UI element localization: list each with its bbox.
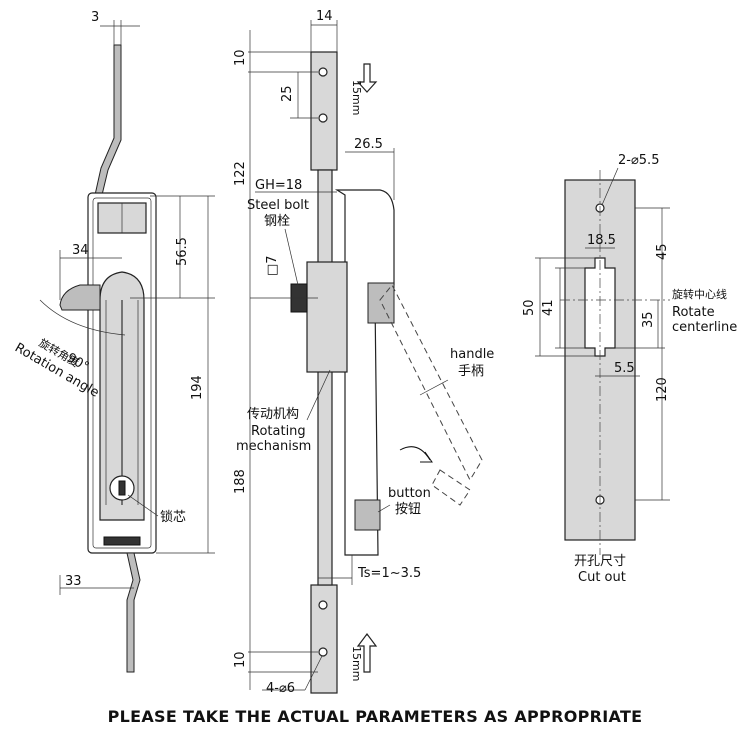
label-travel-top: 15mm [350, 80, 363, 115]
cutout-width: 18.5 [587, 233, 616, 248]
label-handle-en: handle [450, 347, 494, 362]
label-button-en: button [388, 486, 431, 501]
leader-line [284, 228, 299, 286]
label-button-cn: 按钮 [395, 502, 421, 517]
handle-open-end [431, 469, 471, 506]
front-view: 3 34 56.5 194 33 [12, 10, 215, 673]
label-steel-bolt-cn: 钢栓 [264, 214, 290, 229]
dim-top-margin: 10 [233, 49, 248, 66]
upper-plate [310, 51, 338, 171]
leader-line [419, 379, 449, 396]
rotation-arrow-head [420, 451, 433, 463]
label-handle-cn: 手柄 [458, 364, 484, 379]
handle-base [103, 536, 141, 546]
cutout-opening-height: 41 [541, 299, 556, 316]
dim-bottom-margin: 10 [233, 651, 248, 668]
side-view: 10 25 122 188 10 14 26.5 GH=18 □7 Ts=1~3… [233, 9, 494, 696]
cutout-center-en-2: centerline [672, 320, 737, 335]
cutout-overall: 50 [522, 299, 537, 316]
leader-line [601, 167, 619, 206]
dim-top-thickness: 3 [91, 10, 99, 25]
handle-open-outline [379, 284, 483, 482]
label-mechanism-en-2: mechanism [236, 439, 311, 454]
side-body [334, 189, 395, 556]
cutout-title-en: Cut out [578, 570, 626, 585]
cutout-top: 45 [655, 243, 670, 260]
dim-upper-length: 122 [233, 161, 248, 186]
label-steel-bolt-en: Steel bolt [247, 198, 309, 213]
mount-hole [318, 113, 328, 123]
angle-arc [39, 299, 126, 336]
dim-body-length: 194 [190, 375, 205, 400]
center-bar [317, 169, 333, 586]
dim-handle-height: 56.5 [175, 237, 190, 266]
dim-depth: 26.5 [354, 137, 383, 152]
label-mechanism-cn: 传动机构 [247, 407, 299, 422]
label-mechanism-en-1: Rotating [251, 424, 306, 439]
leader-line [304, 655, 323, 691]
cutout-title-cn: 开孔尺寸 [574, 554, 626, 569]
cutout-holes: 2-⌀5.5 [618, 153, 659, 168]
leader-line [127, 494, 159, 517]
label-travel-bottom: 15mm [350, 646, 363, 681]
handle-boss [59, 284, 101, 311]
dim-bottom-width: 33 [65, 574, 82, 589]
top-rod [94, 44, 122, 196]
cutout-center-offset: 35 [641, 311, 656, 328]
cutout-center-en-1: Rotate [672, 305, 715, 320]
dim-handle-offset: 34 [72, 243, 89, 258]
dim-hole-spacing: 25 [280, 85, 295, 102]
button-block [354, 499, 381, 531]
mount-hole [318, 600, 328, 610]
housing-inner [92, 197, 152, 549]
bottom-rod [126, 552, 141, 673]
arrow-up-icon [356, 633, 378, 673]
mount-hole [318, 647, 328, 657]
footer-note: PLEASE TAKE THE ACTUAL PARAMETERS AS APP… [108, 707, 643, 726]
label-lock-core: 锁芯 [160, 509, 186, 525]
leader-line [377, 504, 391, 513]
dim-holes: 4-⌀6 [266, 681, 295, 696]
rotating-mechanism-block [306, 261, 348, 373]
key-slot [118, 480, 126, 496]
dim-square: □7 [265, 255, 280, 276]
arrow-down-icon [356, 63, 378, 93]
handle-hinge [367, 282, 395, 324]
cutout-center-cn: 旋转中心线 [672, 287, 727, 301]
dim-gh: GH=18 [255, 178, 302, 193]
cutout-view: 2-⌀5.5 18.5 45 50 41 35 5.5 120 旋转中心线 Ro… [522, 153, 737, 585]
cutout-slot: 5.5 [614, 361, 635, 376]
dim-lower-length: 188 [233, 469, 248, 494]
dim-ts: Ts=1~3.5 [357, 566, 421, 581]
mount-hole [318, 67, 328, 77]
leader-line [306, 369, 331, 421]
dim-plate-width: 14 [316, 9, 333, 24]
cutout-bottom: 120 [655, 377, 670, 402]
